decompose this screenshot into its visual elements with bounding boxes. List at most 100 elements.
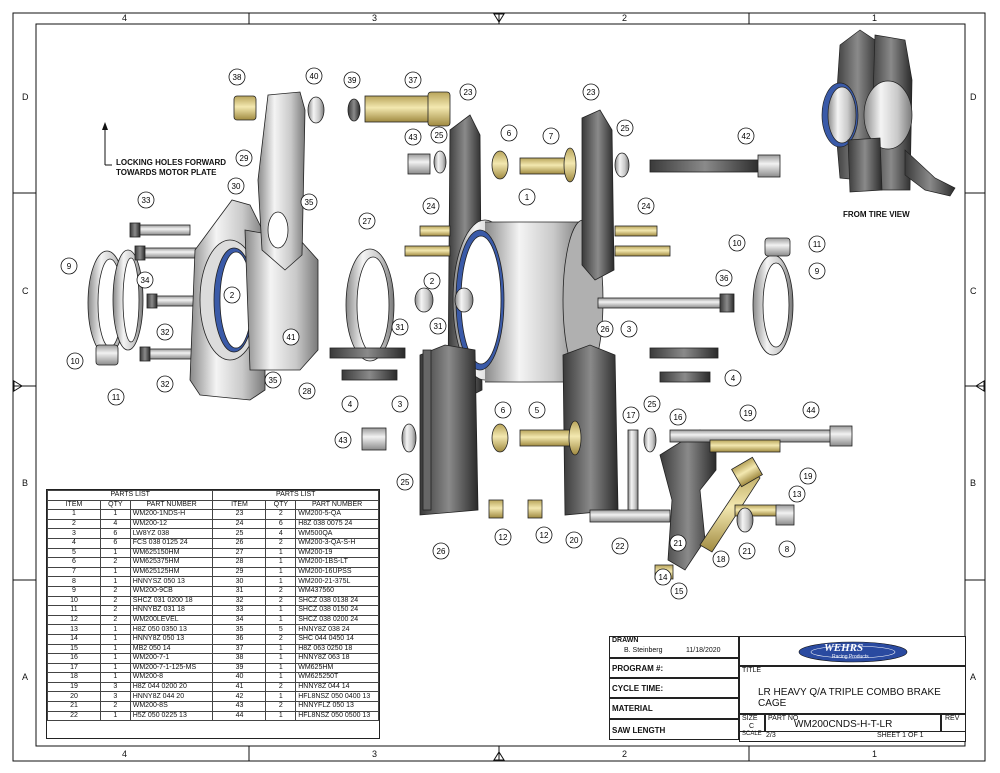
balloon-circle [611,537,629,555]
cycle-cell: CYCLE TIME: [609,678,739,698]
parts-list-caption-right: PARTS LIST [212,490,379,501]
item-qty: 3 [99,681,131,693]
balloon-circle [404,71,422,89]
zone-top-4: 4 [122,13,128,23]
balloon-circle [808,262,826,280]
zone-left-d: D [22,92,29,102]
item-number: 33 [212,605,267,616]
balloon-circle [535,526,553,544]
balloon-label: 12 [540,531,549,540]
item-part-number: LW8YZ 038 [129,528,214,539]
logo-cell: WEHRS Racing Products [739,636,966,666]
balloon-label: 39 [348,76,357,85]
drawn-by: B. Steinberg [624,647,663,654]
balloon-circle [404,128,422,146]
item-number: 40 [212,672,267,683]
balloon-circle [430,126,448,144]
balloon-label: 3 [398,400,403,409]
balloon-label: 17 [627,411,636,420]
partno-cell: PART NO WM200CNDS-H-T-LR [765,714,941,732]
balloon-label: 8 [785,545,790,554]
item-number: 42 [212,691,267,703]
item-number: 43 [212,701,267,712]
item-part-number: HNNYFLZ 050 13 [295,701,379,712]
item-qty: 1 [99,662,131,674]
balloon-label: 14 [659,573,668,582]
balloon-circle [107,388,125,406]
balloon-label: 19 [804,472,813,481]
balloon-circle [136,271,154,289]
item-number: 35 [212,624,267,635]
balloon-circle [808,235,826,253]
balloon-label: 10 [733,239,742,248]
item-qty: 1 [265,653,297,664]
zone-bottom-4: 4 [122,749,128,759]
item-qty: 2 [99,614,131,626]
item-qty: 1 [99,624,131,635]
balloon-label: 25 [435,131,444,140]
item-part-number: WM200-12 [129,518,214,530]
item-number: 44 [212,710,267,722]
balloon-label: 21 [743,547,752,556]
item-number: 31 [212,585,267,597]
balloon-circle [300,193,318,211]
item-number: 1 [47,509,101,520]
balloon-circle [305,67,323,85]
note-locking-holes: LOCKING HOLES FORWARD TOWARDS MOTOR PLAT… [116,158,226,178]
item-qty: 2 [99,605,131,616]
item-qty: 2 [265,633,297,645]
balloon-label: 26 [437,547,446,556]
note-line-1: LOCKING HOLES FORWARD [116,158,227,167]
balloon-label: 33 [142,196,151,205]
item-qty: 1 [265,566,297,578]
balloon-circle [802,401,820,419]
item-part-number: WM200-7-1-125-MS [129,662,214,674]
item-qty: 2 [265,595,297,607]
item-part-number: WM200LEVEL [129,614,214,626]
size-label: SIZE [742,715,758,722]
balloon-circle [778,540,796,558]
balloon-label: 15 [675,587,684,596]
balloon-label: 1 [525,193,530,202]
title-label: TITLE [742,667,762,674]
note-line-2: TOWARDS MOTOR PLATE [116,168,217,177]
item-number: 39 [212,662,267,674]
balloon-circle [494,528,512,546]
balloon-label: 19 [744,409,753,418]
item-number: 28 [212,557,267,568]
item-part-number: WM625125HM [129,566,214,578]
zone-left-b: B [22,478,29,488]
zone-right-a: A [970,672,977,682]
item-number: 27 [212,547,267,559]
balloon-circle [622,406,640,424]
drawn-date: 11/18/2020 [686,647,721,654]
balloon-circle [528,401,546,419]
item-number: 11 [47,605,101,616]
item-part-number: SHCZ 038 0138 24 [295,595,379,607]
item-number: 26 [212,537,267,549]
item-qty: 2 [265,701,297,712]
balloon-circle [235,149,253,167]
balloon-circle [643,395,661,413]
item-qty: 5 [265,624,297,635]
balloon-circle [137,191,155,209]
balloon-label: 2 [230,291,235,300]
balloon-label: 41 [287,333,296,342]
item-part-number: WM200-7-1 [129,653,214,664]
item-number: 23 [212,509,267,520]
balloon-label: 23 [587,88,596,97]
balloon-circle [494,401,512,419]
balloon-label: 6 [507,129,512,138]
item-qty: 1 [99,547,131,559]
